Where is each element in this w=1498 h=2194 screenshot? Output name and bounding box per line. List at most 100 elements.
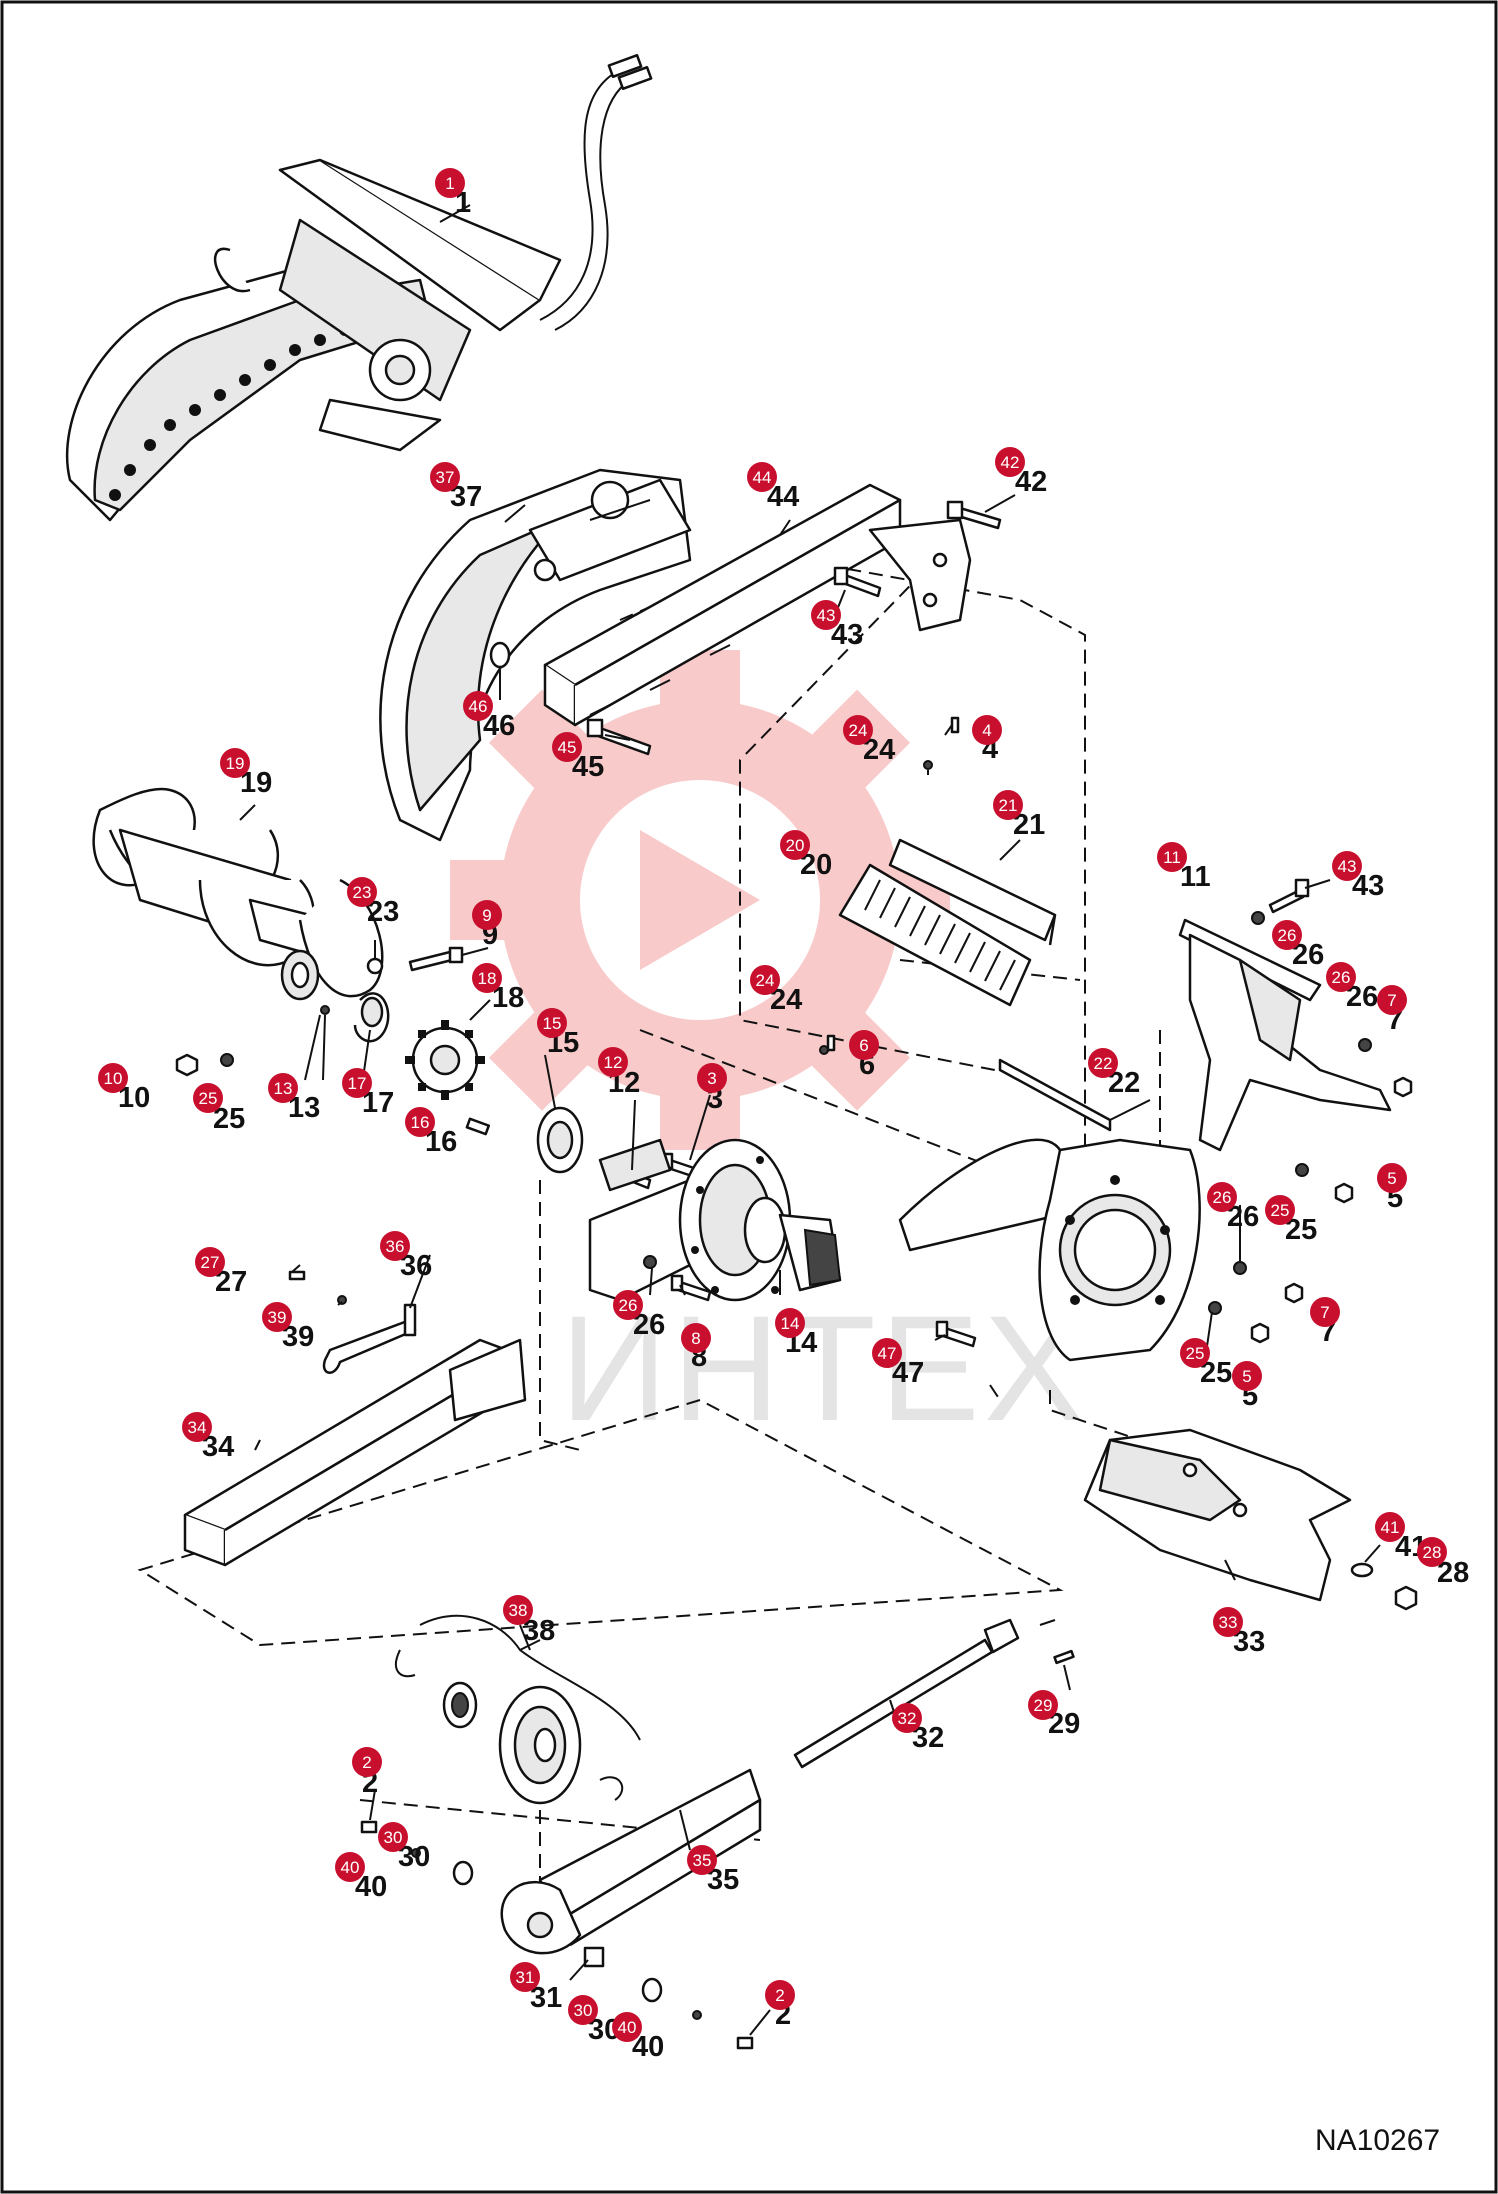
badge-number: 40 xyxy=(341,1858,360,1877)
badge-circle xyxy=(1375,1512,1405,1542)
badge-circle xyxy=(872,1338,902,1368)
part-badge-18: 18 xyxy=(472,963,502,993)
badge-circle xyxy=(612,2012,642,2042)
badge-circle xyxy=(775,1308,805,1338)
part-badge-14: 14 xyxy=(775,1308,805,1338)
badge-number: 26 xyxy=(1332,968,1351,987)
badge-number: 30 xyxy=(384,1828,403,1847)
part-badge-7: 7 xyxy=(1377,985,1407,1015)
arm-part-35 xyxy=(500,1768,762,1955)
badge-number: 14 xyxy=(781,1314,800,1333)
washer-part-26-lower xyxy=(1233,1261,1247,1275)
watermark-text: ИНТЕХ xyxy=(560,1284,1088,1452)
badge-circle xyxy=(472,900,502,930)
badge-number: 5 xyxy=(1242,1367,1251,1386)
part-badge-31: 31 xyxy=(510,1962,540,1992)
badge-circle xyxy=(1213,1607,1243,1637)
badge-number: 23 xyxy=(353,883,372,902)
washer-part-24-top xyxy=(923,760,933,770)
badge-circle xyxy=(1417,1537,1447,1567)
washer-part-25-left xyxy=(220,1053,234,1067)
ring-part-46 xyxy=(489,641,511,669)
nut-part-5-top xyxy=(1334,1182,1354,1204)
badge-number: 33 xyxy=(1219,1613,1238,1632)
badge-circle xyxy=(430,462,460,492)
badge-number: 11 xyxy=(1163,848,1181,867)
badge-number: 2 xyxy=(362,1753,371,1772)
part-badge-38: 38 xyxy=(503,1595,533,1625)
part-badge-17: 17 xyxy=(342,1068,372,1098)
nut-part-5-lower xyxy=(1250,1322,1270,1344)
badge-number: 9 xyxy=(482,906,491,925)
part-badge-2: 2 xyxy=(352,1747,382,1777)
part-badge-35: 35 xyxy=(687,1845,717,1875)
badge-number: 16 xyxy=(411,1113,430,1132)
washer-part-40-left xyxy=(411,1848,421,1858)
trencher-assembly xyxy=(65,53,653,522)
part-badge-46: 46 xyxy=(463,691,493,721)
badge-number: 25 xyxy=(1186,1344,1205,1363)
badge-circle xyxy=(1377,1163,1407,1193)
badge-number: 13 xyxy=(274,1079,293,1098)
part-badge-26-4: 26 xyxy=(613,1290,643,1320)
badge-circle xyxy=(849,1030,879,1060)
part-badge-42: 42 xyxy=(995,447,1025,477)
washer-part-39 xyxy=(337,1295,347,1305)
pin-part-29 xyxy=(1053,1649,1075,1665)
collar-part-17 xyxy=(353,992,390,1043)
badge-number: 18 xyxy=(478,969,497,988)
badge-number: 26 xyxy=(1213,1188,1232,1207)
nut-part-28 xyxy=(1394,1585,1418,1611)
part-badge-8: 8 xyxy=(681,1323,711,1353)
badge-number: 21 xyxy=(999,796,1018,815)
washer-part-30-right xyxy=(641,1977,663,2003)
part-badge-26-2: 26 xyxy=(1326,962,1356,992)
badge-circle xyxy=(463,691,493,721)
sprocket-part-18 xyxy=(405,1020,485,1100)
badge-number: 41 xyxy=(1381,1518,1400,1537)
part-number-11: 11 xyxy=(1180,861,1211,893)
bolt-part-9 xyxy=(408,946,464,972)
badge-circle xyxy=(1326,962,1356,992)
badge-circle xyxy=(195,1247,225,1277)
drawing-id: NA10267 xyxy=(1315,2124,1440,2157)
shield-part-20 xyxy=(838,863,1032,1007)
part-badge-5: 5 xyxy=(1377,1163,1407,1193)
badge-circle xyxy=(262,1302,292,1332)
wrench-part-36 xyxy=(322,1303,417,1374)
part-badge-7-2: 7 xyxy=(1310,1297,1340,1327)
part-badge-44: 44 xyxy=(747,462,777,492)
badge-circle xyxy=(1028,1690,1058,1720)
badge-number: 4 xyxy=(982,721,991,740)
badge-circle xyxy=(220,748,250,778)
badge-circle xyxy=(598,1047,628,1077)
badge-number: 43 xyxy=(1338,857,1357,876)
part-badge-26-3: 26 xyxy=(1207,1182,1237,1212)
part-badge-43-2: 43 xyxy=(1332,851,1362,881)
badge-circle xyxy=(335,1852,365,1882)
badge-circle xyxy=(1180,1338,1210,1368)
mount-plate-part-22 xyxy=(898,1058,1201,1362)
washer-part-26-right-mid xyxy=(1358,1038,1372,1052)
part-badge-29: 29 xyxy=(1028,1690,1058,1720)
part-badge-25-3: 25 xyxy=(1180,1338,1210,1368)
part-badge-25-2: 25 xyxy=(1265,1195,1295,1225)
badge-circle xyxy=(1157,842,1187,872)
part-badge-21: 21 xyxy=(993,790,1023,820)
badge-circle xyxy=(681,1323,711,1353)
badge-circle xyxy=(537,1008,567,1038)
part-badges: 1223455677891011121314151617181920212223… xyxy=(98,168,1447,2042)
part-badge-12: 12 xyxy=(598,1047,628,1077)
bolt-part-42 xyxy=(946,500,1002,530)
screw-part-6 xyxy=(826,1034,836,1052)
badge-number: 2 xyxy=(775,1986,784,2005)
badge-circle xyxy=(472,963,502,993)
drive-assembly-part-14 xyxy=(588,1138,842,1302)
badge-number: 7 xyxy=(1320,1303,1329,1322)
washer-part-30-left xyxy=(452,1860,474,1886)
part-badge-22: 22 xyxy=(1088,1048,1118,1078)
washer-part-26-center xyxy=(643,1255,657,1269)
part-badge-9: 9 xyxy=(472,900,502,930)
